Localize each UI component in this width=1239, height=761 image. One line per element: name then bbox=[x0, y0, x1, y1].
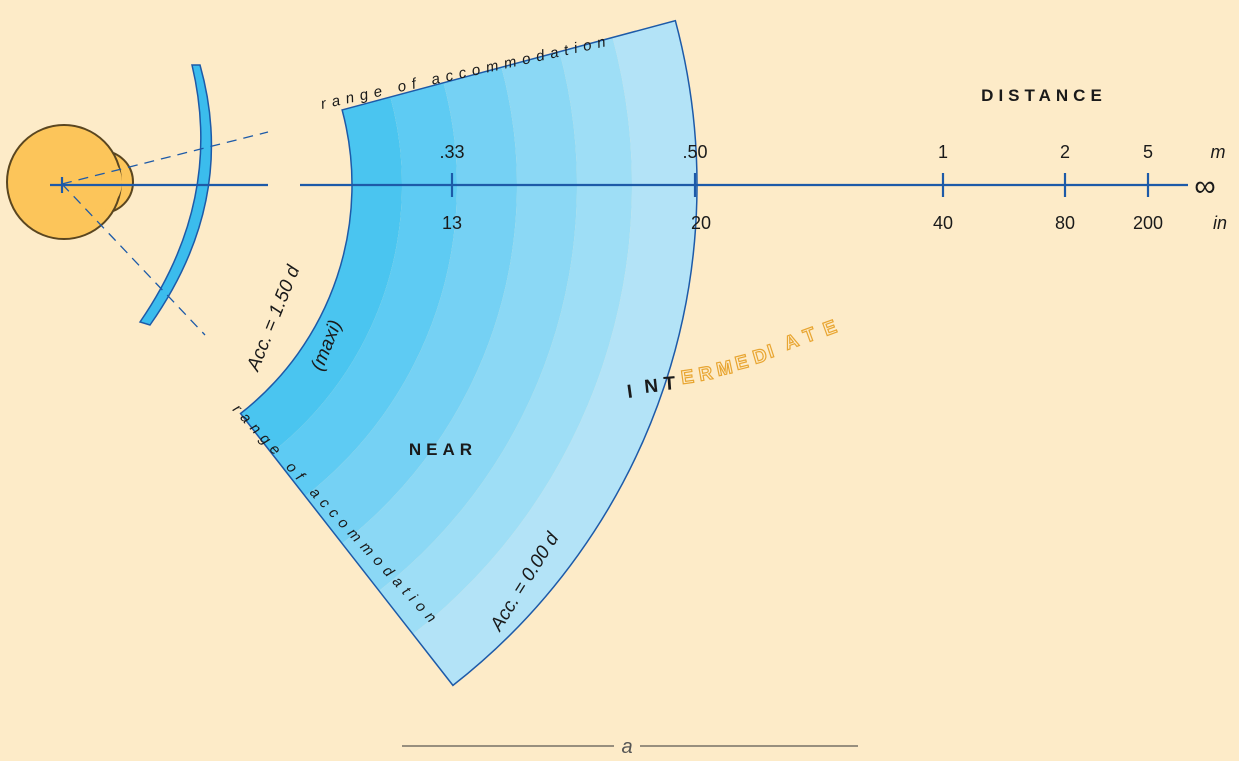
scale-label-inches: 80 bbox=[1055, 213, 1075, 233]
scale-label-meters: 1 bbox=[938, 142, 948, 162]
scale-label-meters: .33 bbox=[439, 142, 464, 162]
accommodation-band bbox=[305, 67, 518, 544]
scale-label-inches: 200 bbox=[1133, 213, 1163, 233]
intermediate-letter: T bbox=[801, 324, 819, 348]
figure-caption: a bbox=[402, 736, 858, 758]
intermediate-letter: R bbox=[697, 363, 714, 386]
accommodation-band bbox=[342, 51, 578, 591]
accommodation-fan-outline bbox=[239, 19, 698, 687]
intermediate-letter: D bbox=[751, 345, 770, 369]
accommodation-band bbox=[271, 82, 457, 497]
eye-icon bbox=[6, 124, 134, 240]
intermediate-letter: A bbox=[782, 330, 802, 355]
scale-label-inches: 20 bbox=[691, 213, 711, 233]
intermediate-letter: T bbox=[663, 373, 676, 395]
scale-label-inches: 13 bbox=[442, 213, 462, 233]
intermediate-letter: E bbox=[680, 366, 695, 389]
intermediate-letter: E bbox=[733, 351, 750, 374]
scale-label-meters: 5 bbox=[1143, 142, 1153, 162]
infinity-symbol: ∞ bbox=[1194, 170, 1215, 203]
intermediate-letter: M bbox=[715, 357, 735, 381]
distance-scale: .33 13 .50 20 1 40 2 80 5 200 bbox=[439, 142, 1163, 233]
intermediate-letter: N bbox=[643, 376, 659, 398]
accommodation-band bbox=[412, 20, 697, 686]
intermediate-letter: I bbox=[626, 381, 634, 403]
gaze-line-up bbox=[61, 131, 269, 185]
spectacle-lens bbox=[138, 64, 213, 326]
accommodation-fan bbox=[239, 19, 698, 687]
unit-meters: m bbox=[1211, 142, 1226, 162]
zone-distance-label: DISTANCE bbox=[981, 86, 1107, 105]
zone-near-label: NEAR bbox=[409, 440, 477, 459]
accommodation-band bbox=[379, 37, 632, 635]
svg-text:a: a bbox=[621, 736, 632, 758]
scale-label-meters: 2 bbox=[1060, 142, 1070, 162]
gaze-line-down bbox=[61, 183, 206, 336]
scale-label-inches: 40 bbox=[933, 213, 953, 233]
optical-axis bbox=[50, 177, 1188, 193]
intermediate-letter: E bbox=[821, 317, 840, 341]
unit-inches: in bbox=[1213, 213, 1227, 233]
scale-label-meters: .50 bbox=[682, 142, 707, 162]
